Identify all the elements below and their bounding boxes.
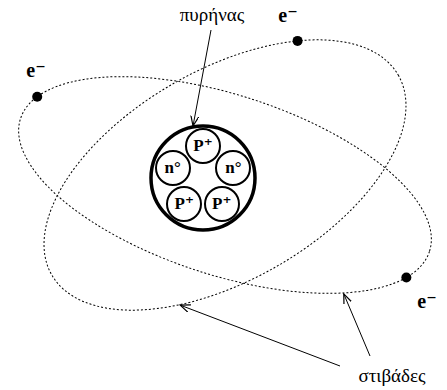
particle-circle: n°	[215, 150, 251, 186]
particle-circle: n°	[155, 150, 191, 186]
electron-label: e⁻	[24, 59, 47, 82]
leader-line	[180, 305, 340, 366]
electron-label: e⁻	[415, 290, 438, 313]
callout-label: πυρήνας	[178, 4, 247, 26]
electron-dot	[293, 36, 303, 46]
electron-dot	[401, 272, 411, 282]
callout-label: στιβάδες	[356, 365, 427, 387]
particle-circle: P⁺	[185, 128, 221, 164]
particle-symbol: P⁺	[193, 137, 212, 156]
leader-line	[344, 294, 370, 356]
particle-symbol: n°	[164, 159, 180, 178]
electron-label: e⁻	[276, 4, 299, 27]
electron-dot	[32, 92, 42, 102]
particle-symbol: n°	[225, 159, 241, 178]
leader-line	[193, 30, 211, 126]
particle-circle: P⁺	[166, 186, 202, 222]
particle-circle: P⁺	[204, 186, 240, 222]
particle-symbol: P⁺	[212, 195, 231, 214]
particle-symbol: P⁺	[175, 195, 194, 214]
orbit-ellipse	[0, 0, 447, 366]
nucleus-circle	[151, 126, 255, 230]
